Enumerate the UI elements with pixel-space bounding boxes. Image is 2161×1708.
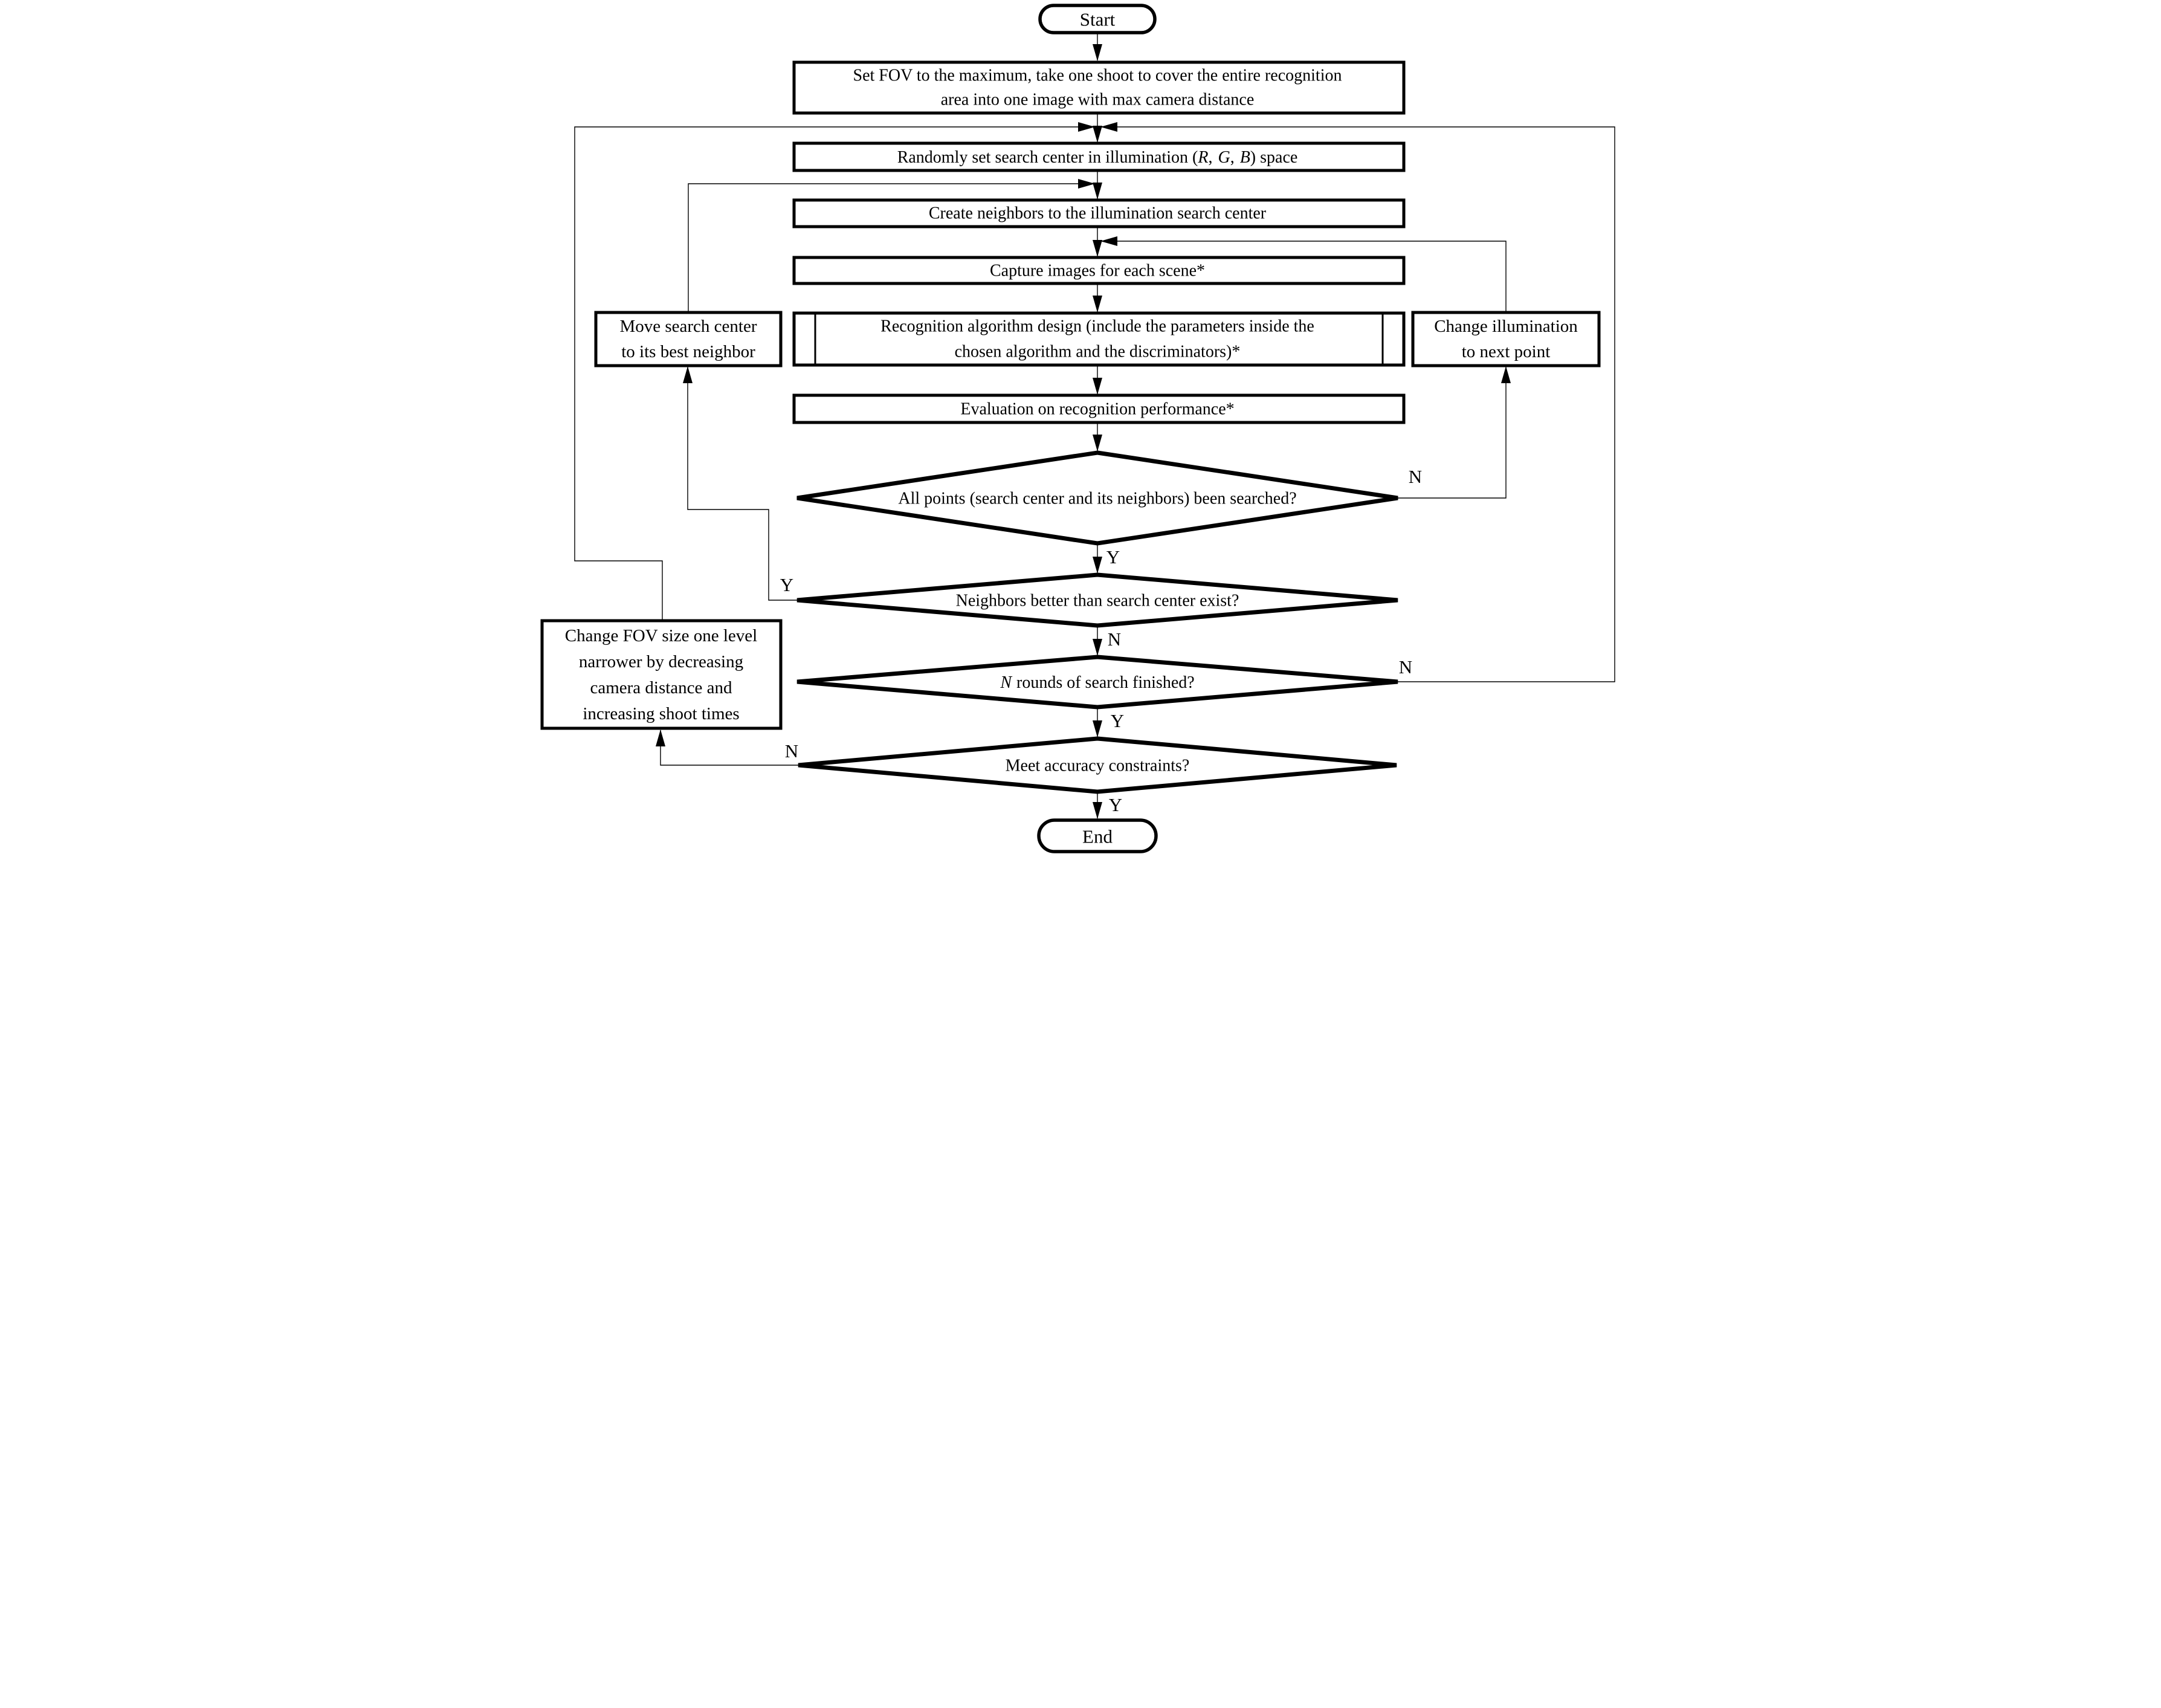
node-move-center: Move search center to its best neighbor (594, 311, 783, 367)
feedback-changefov-to-random (574, 122, 1095, 621)
node-change-fov: Change FOV size one level narrower by de… (540, 619, 783, 730)
meet-accuracy-label: Meet accuracy constraints? (1006, 757, 1190, 775)
algo-design-line2: chosen algorithm and the discriminators)… (955, 343, 1241, 361)
change-fov-line2: narrower by decreasing (579, 652, 743, 671)
change-illumination-line1: Change illumination (1434, 317, 1578, 336)
algo-design-box-shape (792, 311, 1406, 367)
evaluation-label: Evaluation on recognition performance* (960, 400, 1234, 419)
node-end: End (1037, 818, 1158, 853)
change-illumination-line2: to next point (1462, 342, 1551, 361)
feedback-changeillum-to-capture (1100, 236, 1507, 312)
label-n-rounds-yes: Y (1111, 710, 1124, 731)
evaluation-box-shape (792, 393, 1406, 424)
node-all-points-decision: All points (search center and its neighb… (796, 450, 1398, 546)
label-meet-accuracy-yes: Y (1109, 794, 1122, 815)
end-stadium-shape (1037, 818, 1158, 853)
label-all-points-no: N (1409, 466, 1422, 487)
end-label: End (1082, 826, 1113, 847)
random-center-box-shape (792, 141, 1406, 172)
edge-neighbors-yes (683, 366, 797, 601)
label-all-points-yes: Y (1106, 546, 1120, 568)
flowchart-diagram: Start Set FOV to the maximum, take one s… (540, 4, 1615, 853)
meet-accuracy-diamond-shape (798, 736, 1397, 794)
move-center-line1: Move search center (619, 317, 757, 336)
move-center-box-shape (594, 311, 783, 367)
node-start: Start (1038, 4, 1157, 34)
all-points-diamond-shape (796, 450, 1398, 546)
edge-allpoints-no (1398, 366, 1511, 499)
change-fov-line3: camera distance and (590, 678, 732, 697)
edge-labels: N Y Y N N Y N Y (780, 466, 1422, 815)
connectors (574, 33, 1615, 819)
set-fov-box-shape (792, 60, 1406, 115)
edge-accuracy-no (656, 729, 798, 766)
n-rounds-diamond-shape (796, 655, 1398, 710)
create-neighbors-label: Create neighbors to the illumination sea… (929, 204, 1267, 223)
label-neighbors-yes: Y (780, 574, 793, 595)
feedback-movecenter-to-createneighbors (688, 179, 1095, 312)
random-center-label: Randomly set search center in illuminati… (897, 148, 1298, 167)
capture-images-box-shape (792, 256, 1406, 285)
node-change-illumination: Change illumination to next point (1411, 311, 1601, 367)
set-fov-line2: area into one image with max camera dist… (941, 91, 1255, 109)
change-fov-box-shape (540, 619, 783, 730)
label-neighbors-no: N (1108, 629, 1121, 650)
node-random-center: Randomly set search center in illuminati… (792, 141, 1406, 172)
neighbors-better-diamond-shape (796, 572, 1398, 628)
change-fov-line1: Change FOV size one level (565, 626, 757, 645)
move-center-line2: to its best neighbor (621, 342, 755, 361)
node-set-fov: Set FOV to the maximum, take one shoot t… (792, 60, 1406, 115)
start-label: Start (1080, 9, 1116, 30)
change-fov-line4: increasing shoot times (583, 704, 739, 723)
node-algo-design: Recognition algorithm design (include th… (792, 311, 1406, 367)
node-evaluation: Evaluation on recognition performance* (792, 393, 1406, 424)
node-neighbors-better-decision: Neighbors better than search center exis… (796, 572, 1398, 628)
label-meet-accuracy-no: N (785, 740, 798, 762)
start-stadium-shape (1038, 4, 1157, 34)
flowchart-canvas: Start Set FOV to the maximum, take one s… (540, 0, 1621, 854)
algo-design-line1: Recognition algorithm design (include th… (880, 317, 1314, 336)
node-create-neighbors: Create neighbors to the illumination sea… (792, 198, 1406, 228)
change-illumination-box-shape (1411, 311, 1601, 367)
node-meet-accuracy-decision: Meet accuracy constraints? (798, 736, 1397, 794)
capture-images-label: Capture images for each scene* (990, 262, 1205, 280)
label-n-rounds-no: N (1399, 656, 1412, 678)
node-capture-images: Capture images for each scene* (792, 256, 1406, 285)
set-fov-line1: Set FOV to the maximum, take one shoot t… (853, 66, 1342, 85)
feedback-nrounds-no-to-random (1100, 122, 1615, 682)
neighbors-better-label: Neighbors better than search center exis… (956, 592, 1239, 610)
all-points-label: All points (search center and its neighb… (898, 490, 1296, 508)
create-neighbors-box-shape (792, 198, 1406, 228)
